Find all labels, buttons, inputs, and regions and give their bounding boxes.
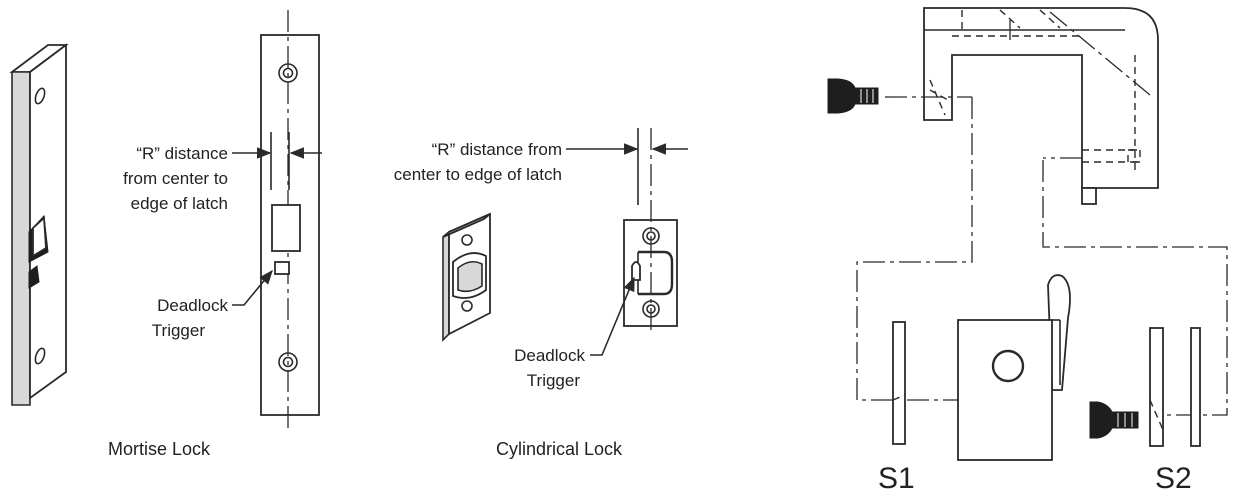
bottom-screw [1089,401,1139,439]
mortise-deadlock-trigger-label: Deadlock Trigger [152,296,229,340]
mortise-faceplate-front [232,10,322,428]
svg-text:Deadlock: Deadlock [514,346,585,365]
cylindrical-r-distance-label: “R” distance from center to edge of latc… [394,140,562,184]
svg-text:center to edge of latch: center to edge of latch [394,165,562,184]
svg-text:“R” distance: “R” distance [136,144,228,163]
assembly-center-lines [856,97,1228,416]
mortise-lock-caption: Mortise Lock [108,439,211,459]
svg-text:from center to: from center to [123,169,228,188]
svg-text:“R” distance from: “R” distance from [432,140,562,159]
svg-text:edge of latch: edge of latch [131,194,228,213]
s1-label: S1 [878,462,915,495]
mortise-r-distance-label: “R” distance from center to edge of latc… [123,144,228,213]
cylindrical-latch-front [566,128,688,356]
svg-text:Deadlock: Deadlock [157,296,228,315]
s1-spacer-plate [892,321,906,445]
s2-spacer-plates [1149,327,1201,447]
cylindrical-latch-perspective [442,212,491,342]
s2-label: S2 [1155,462,1192,495]
mortise-faceplate-perspective [9,43,69,406]
svg-text:Trigger: Trigger [527,371,581,390]
lock-body-with-handle [957,274,1071,461]
assembly-bracket [923,7,1159,205]
cylindrical-deadlock-trigger-label: Deadlock Trigger [514,346,585,390]
svg-text:Trigger: Trigger [152,321,206,340]
cylindrical-lock-caption: Cylindrical Lock [496,439,623,459]
top-screw [827,78,879,114]
